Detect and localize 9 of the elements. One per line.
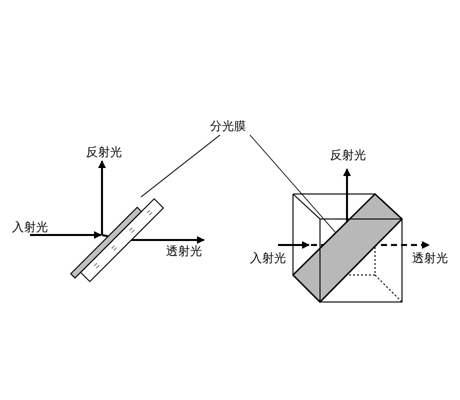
leader-line (140, 134, 220, 198)
leader-line (250, 134, 336, 234)
ray-label: 透射光 (412, 251, 448, 265)
beam-splitter-cube-drawing (290, 191, 405, 305)
ray-label: 反射光 (330, 148, 366, 162)
ray-label: 入射光 (12, 220, 48, 234)
ray-label: 反射光 (86, 145, 122, 159)
ray-label: 透射光 (166, 244, 202, 258)
callout-label: 分光膜 (210, 119, 246, 133)
